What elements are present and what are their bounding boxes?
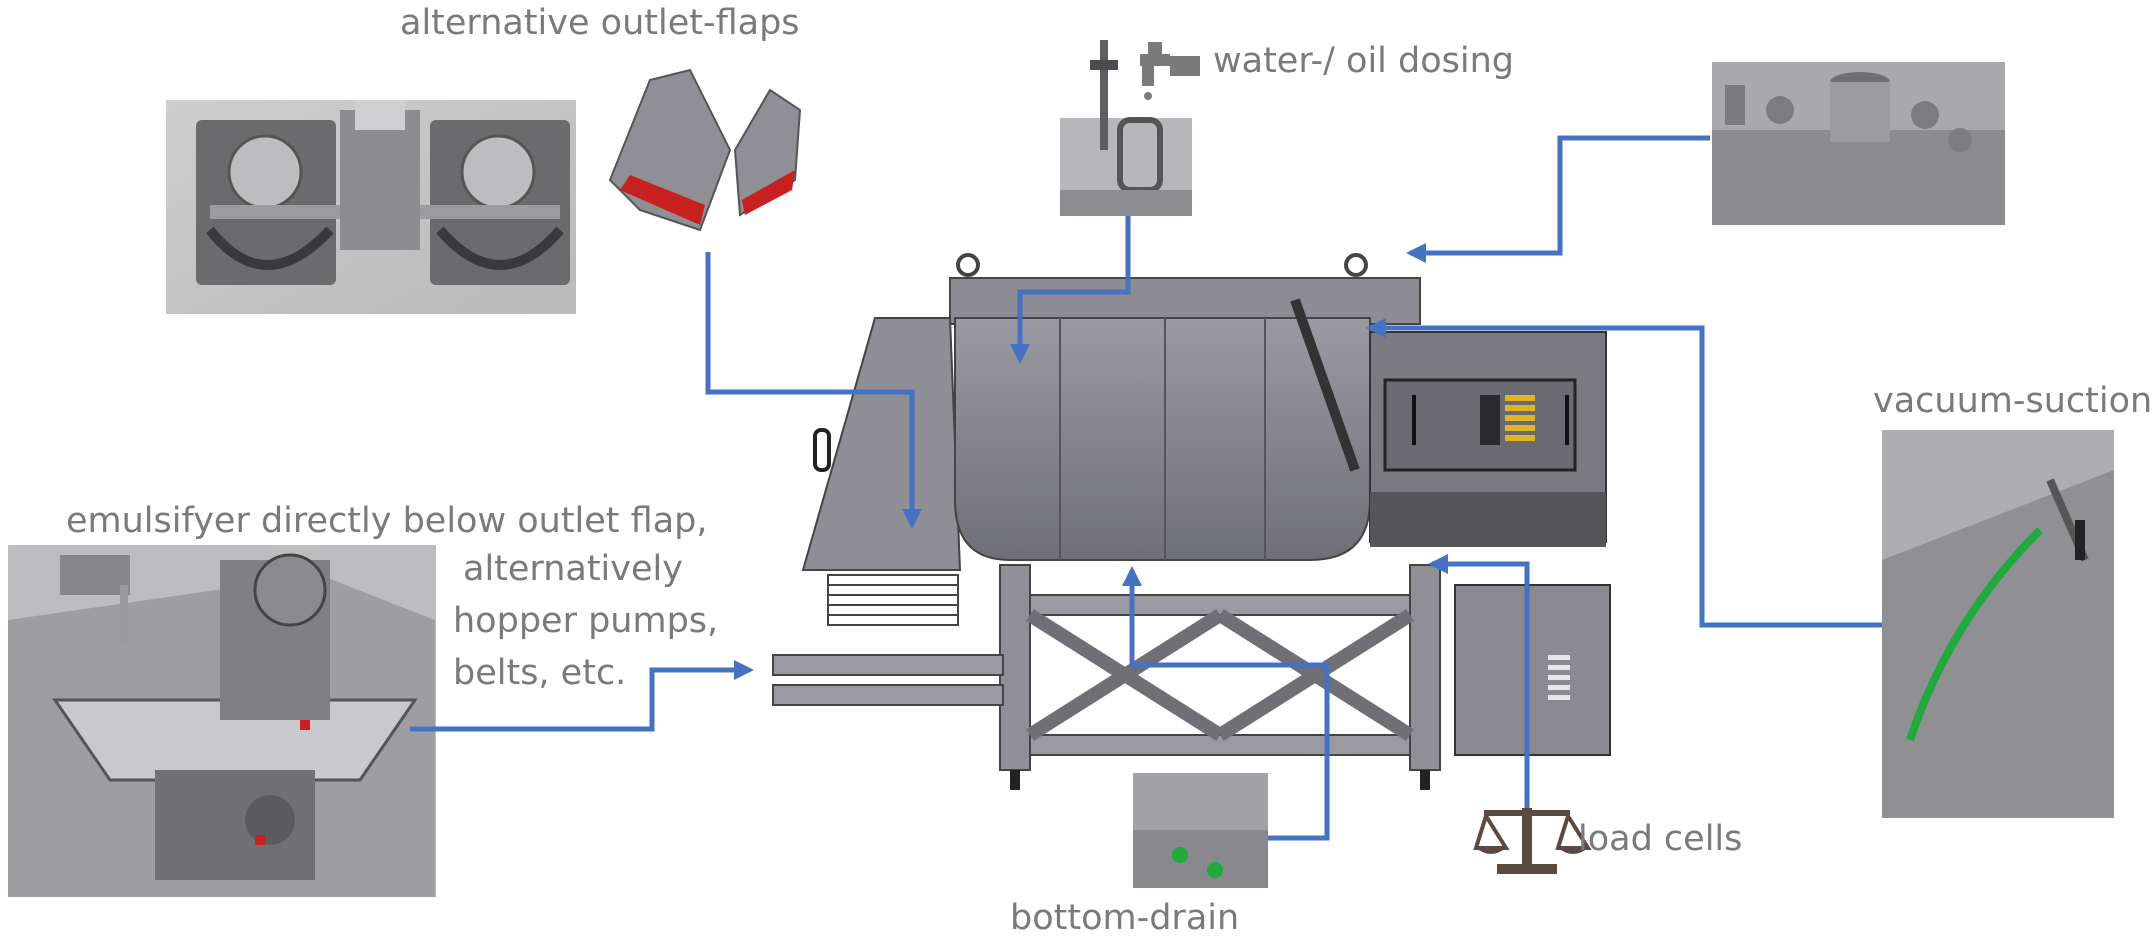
- label-load-cells: load cells: [1578, 819, 1743, 859]
- arrow-load-cells: [1428, 554, 1530, 815]
- vacuum-lid-photo: [1712, 62, 2005, 225]
- arrow-emulsifier: [410, 660, 754, 732]
- emulsifier-photo: [8, 545, 436, 897]
- arrow-vacuum-lid: [1406, 135, 1710, 263]
- vacuum-suction-photo: [1882, 430, 2114, 818]
- label-emulsifier-line1: emulsifyer directly below outlet flap,: [66, 501, 708, 541]
- outlet-flap-photo: [166, 100, 576, 314]
- arrow-bottom-drain: [1122, 566, 1330, 841]
- label-water-oil-dosing: water-/ oil dosing: [1213, 41, 1515, 81]
- label-vacuum-suction: vacuum-suction: [1873, 381, 2153, 421]
- water-tap-icon: [1140, 42, 1200, 100]
- label-emulsifier-line4: belts, etc.: [453, 653, 627, 693]
- arrow-vacuum-suction: [1366, 318, 1882, 628]
- scale-balance-icon: [1473, 808, 1592, 874]
- water-dosing-photo: [1060, 40, 1192, 216]
- bottom-drain-photo: [1133, 773, 1268, 888]
- arrow-water-dosing: [1010, 216, 1131, 364]
- label-alternative-outlet-flaps: alternative outlet-flaps: [400, 3, 800, 43]
- label-emulsifier-line2: alternatively: [463, 549, 683, 589]
- main-mixer-machine: [772, 253, 1611, 790]
- outlet-flap-drawing: [608, 68, 802, 232]
- connector-arrows: [410, 135, 1882, 841]
- label-bottom-drain: bottom-drain: [1010, 898, 1240, 938]
- label-emulsifier-line3: hopper pumps,: [453, 601, 719, 641]
- arrow-outlet-flaps: [705, 252, 922, 529]
